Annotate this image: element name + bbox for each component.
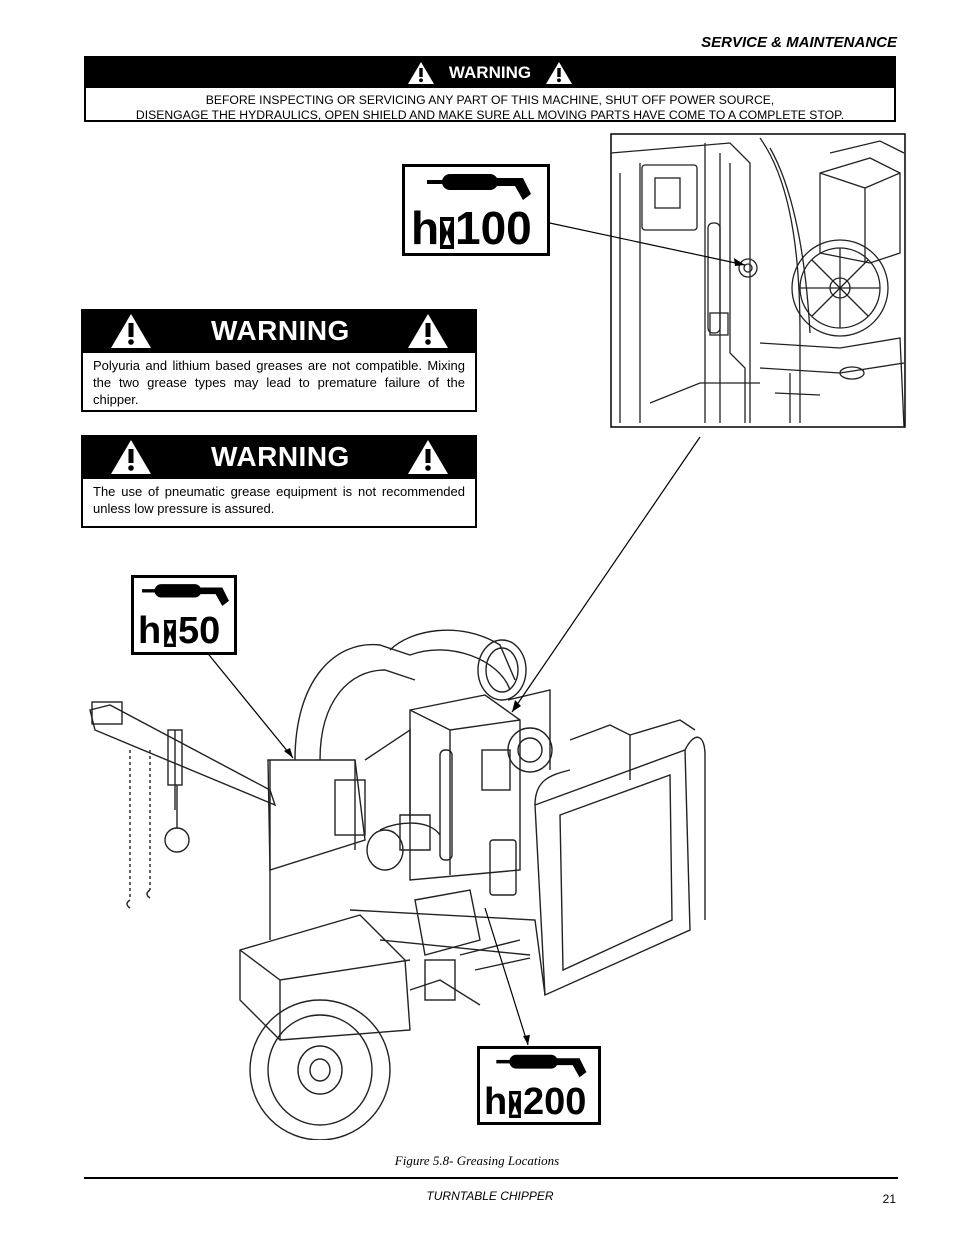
top-warning-title: WARNING xyxy=(448,63,532,82)
grease-label-100: h 100 xyxy=(402,164,550,256)
warning-triangle-icon xyxy=(407,62,434,84)
grease-label-200-prefix: h xyxy=(484,1081,508,1123)
grease-label-200-hours: 200 xyxy=(523,1081,587,1123)
grease-label-50-prefix: h xyxy=(138,610,162,652)
warning-triangle-icon xyxy=(408,440,448,474)
warning-grease-compat-text: Polyuria and lithium based greases are n… xyxy=(93,358,465,407)
figure-caption: Figure 5.8- Greasing Locations xyxy=(394,1153,560,1168)
warning-triangle-icon xyxy=(111,314,151,348)
section-title: SERVICE & MAINTENANCE xyxy=(701,34,897,51)
warning-triangle-icon xyxy=(408,314,448,348)
chipper-illustration xyxy=(89,629,706,1140)
grease-label-50: h 50 xyxy=(131,575,237,655)
footer-title: TURNTABLE CHIPPER xyxy=(426,1189,554,1203)
page-number: 21 xyxy=(882,1192,896,1206)
warning-grease-compat-bar: WARNING xyxy=(83,311,475,353)
grease-gun-icon xyxy=(427,174,531,200)
warning-pneumatic-box: WARNING The use of pneumatic grease equi… xyxy=(81,435,477,528)
hourglass-icon xyxy=(440,217,454,249)
footer-divider xyxy=(84,1177,898,1179)
warning-triangle-icon xyxy=(111,440,151,474)
warning-triangle-icon xyxy=(546,62,573,84)
top-warning-box: WARNING BEFORE INSPECTING OR SERVICING A… xyxy=(84,56,896,122)
warning-pneumatic-text: The use of pneumatic grease equipment is… xyxy=(93,484,465,516)
grease-label-100-hours: 100 xyxy=(455,202,532,254)
top-warning-line2: DISENGAGE THE HYDRAULICS, OPEN SHIELD AN… xyxy=(135,108,845,122)
warning-pneumatic-bar: WARNING xyxy=(83,437,475,479)
warning-pneumatic-title: WARNING xyxy=(211,441,350,472)
top-warning-bar: WARNING xyxy=(86,58,894,88)
grease-label-100-prefix: h xyxy=(411,202,440,254)
engine-detail-inset xyxy=(610,133,906,428)
hourglass-icon xyxy=(164,620,176,647)
warning-grease-compat-box: WARNING Polyuria and lithium based greas… xyxy=(81,309,477,412)
grease-label-200: h 200 xyxy=(477,1046,601,1125)
hourglass-icon xyxy=(509,1091,521,1118)
top-warning-body: BEFORE INSPECTING OR SERVICING ANY PART … xyxy=(86,88,894,123)
top-warning-line1: BEFORE INSPECTING OR SERVICING ANY PART … xyxy=(205,93,775,107)
grease-gun-icon xyxy=(496,1054,587,1078)
warning-grease-compat-title: WARNING xyxy=(211,315,350,346)
grease-gun-icon xyxy=(142,584,229,606)
grease-label-50-hours: 50 xyxy=(178,610,221,652)
